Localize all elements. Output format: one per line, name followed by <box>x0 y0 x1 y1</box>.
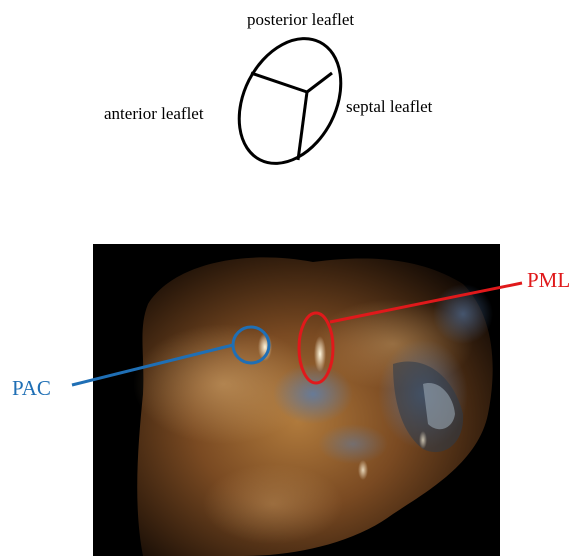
commissure-line-1 <box>251 73 307 92</box>
commissure-line-3 <box>298 92 307 160</box>
echo-image <box>93 244 500 556</box>
posterior-leaflet-label: posterior leaflet <box>247 10 354 30</box>
valve-outline <box>219 21 361 180</box>
anterior-leaflet-label: anterior leaflet <box>104 104 204 124</box>
valve-schematic <box>0 0 585 200</box>
septal-leaflet-label: septal leaflet <box>346 97 432 117</box>
pml-label: PML <box>527 268 570 293</box>
commissure-line-2 <box>307 73 332 92</box>
pac-label: PAC <box>12 376 51 401</box>
